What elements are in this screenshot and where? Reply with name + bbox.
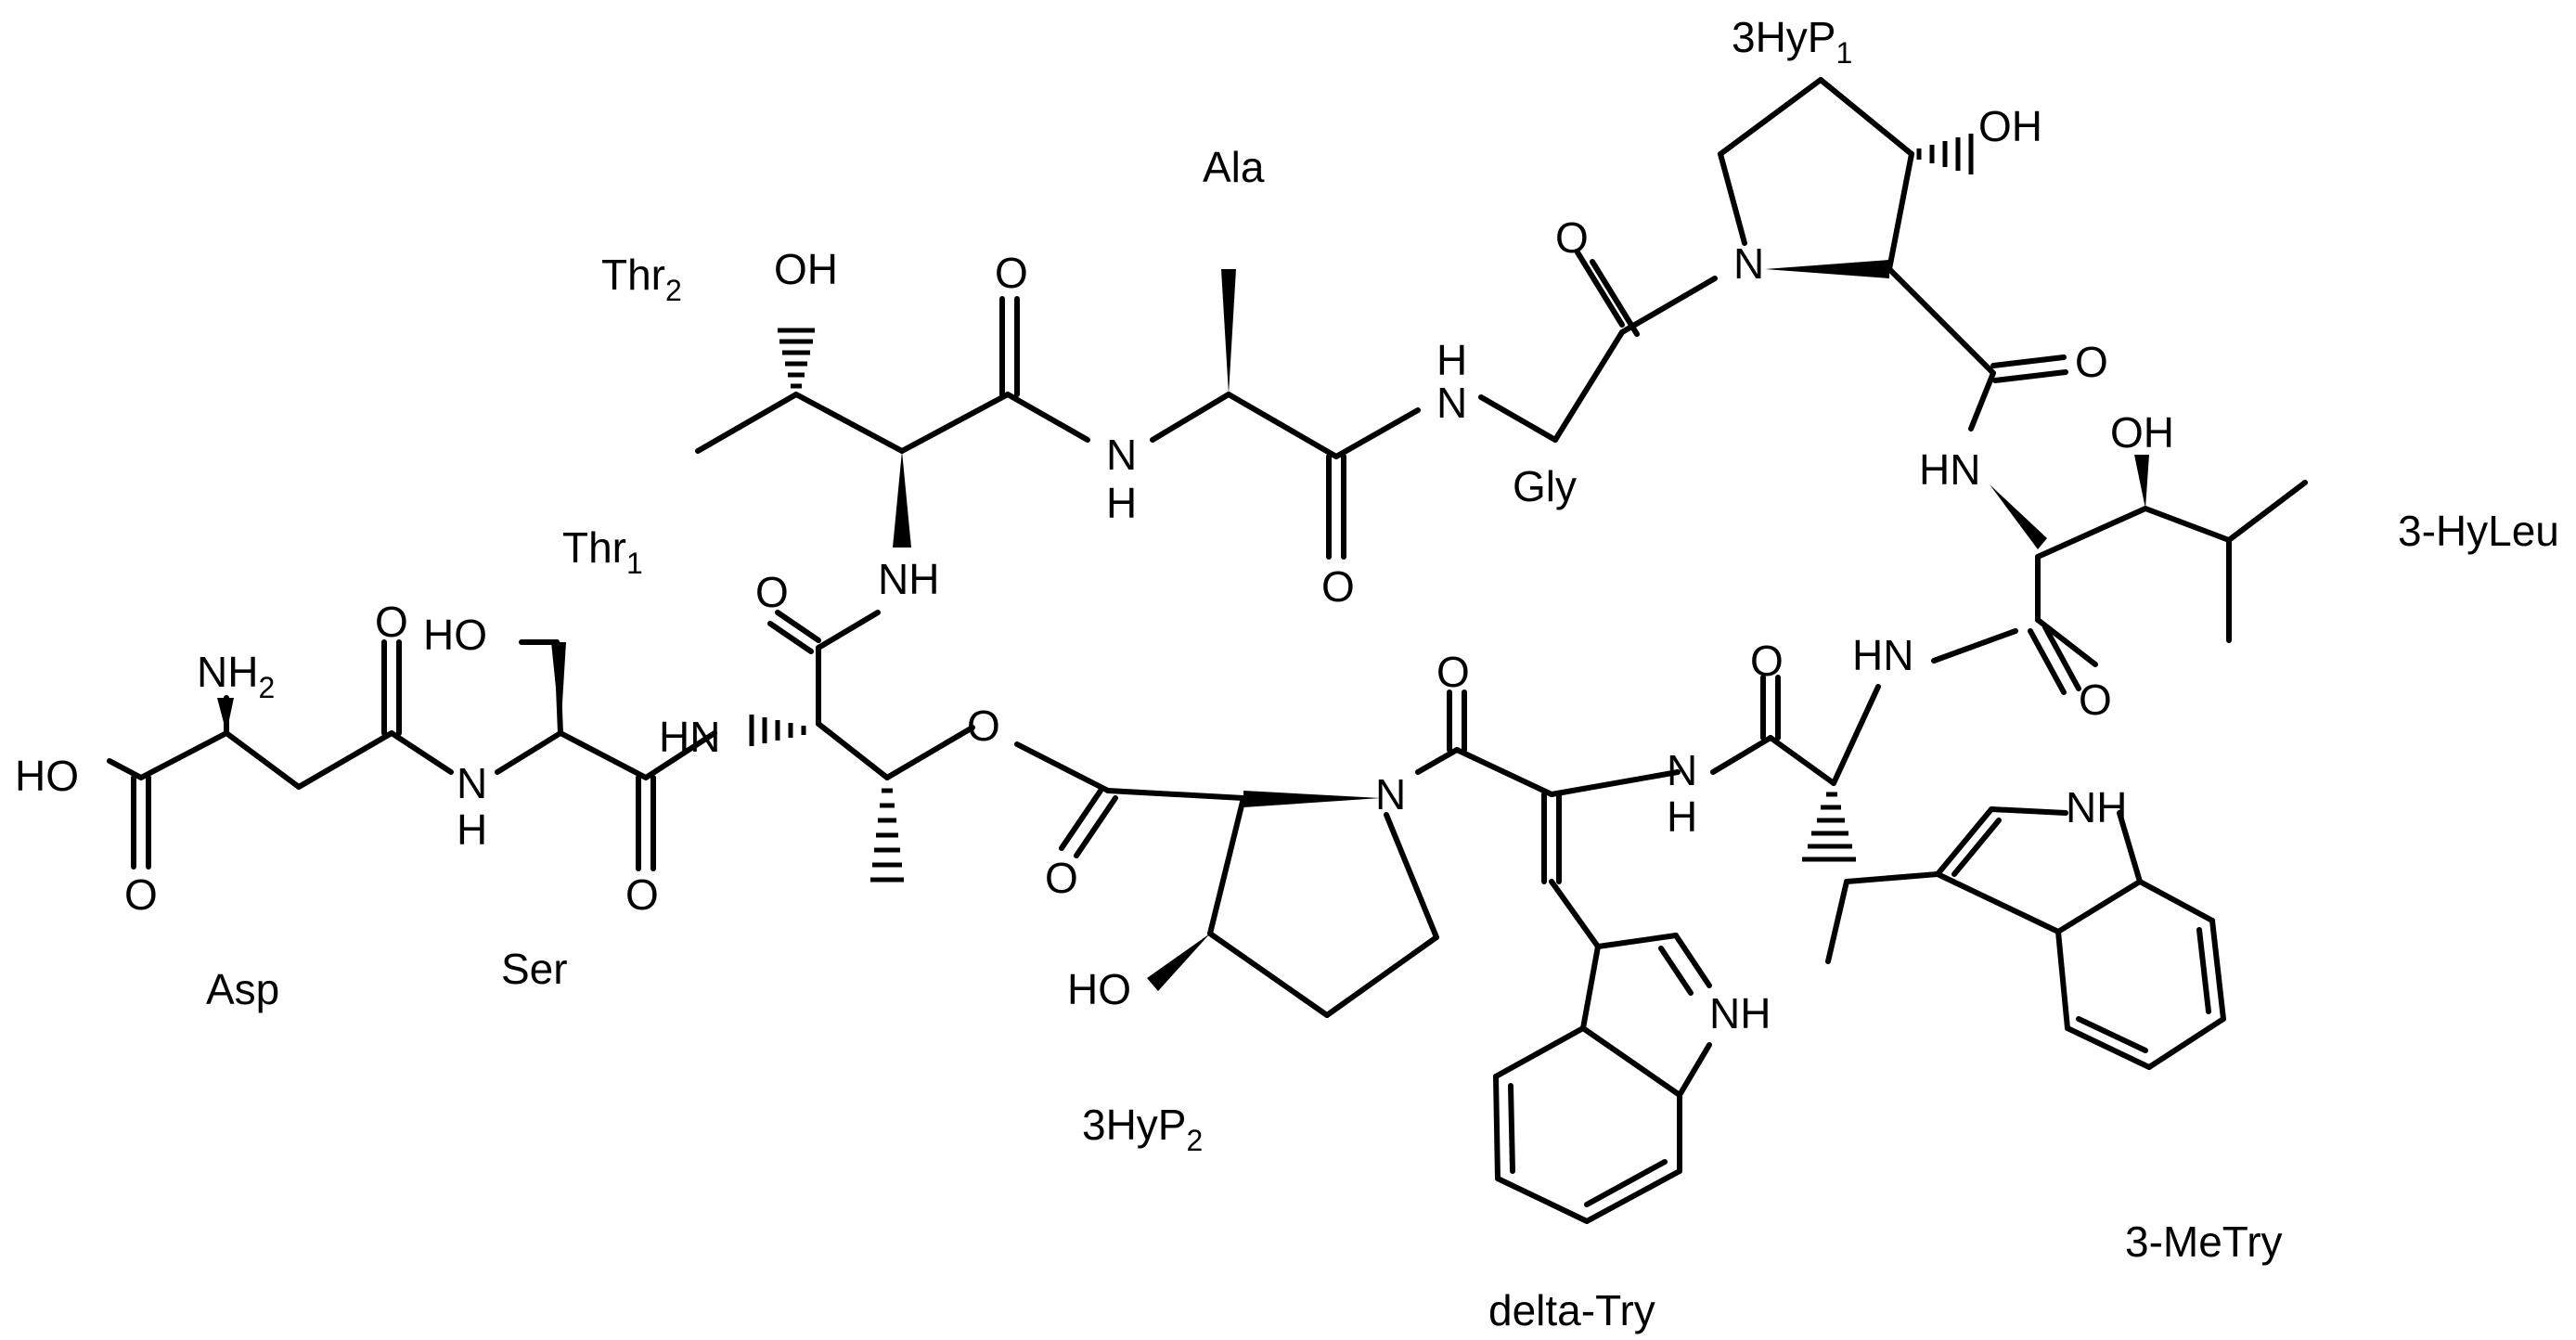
label-3hyp1: 3HyP1 <box>1732 13 1852 70</box>
wedge-bonds <box>217 260 2149 991</box>
atom-n-ser: N <box>457 759 487 807</box>
atom-hn-metry: HN <box>1852 631 1913 679</box>
label-3hyp2: 3HyP2 <box>1082 1101 1203 1157</box>
atom-oh-hyleu: OH <box>2110 408 2174 457</box>
atom-nh2-asp: NH2 <box>197 648 275 704</box>
atom-hn-thr1: HN <box>659 713 720 761</box>
label-thr2: Thr2 <box>601 251 682 307</box>
atom-o-ala: O <box>1321 562 1355 611</box>
label-ser: Ser <box>501 945 568 993</box>
atom-o-deltatry: O <box>1436 648 1470 696</box>
bond-lines <box>107 77 2308 1224</box>
atom-n-ala: N <box>1106 431 1137 479</box>
atom-o-ester: O <box>967 702 1000 750</box>
atom-n-gly: N <box>1436 379 1467 427</box>
atom-o-thr1: O <box>755 568 789 616</box>
atom-h-ala: H <box>1106 479 1137 527</box>
label-3-metry: 3-MeTry <box>2125 1218 2283 1266</box>
atom-o-ester-carbonyl: O <box>1045 854 1078 902</box>
atom-ho-asp: HO <box>15 752 79 800</box>
atom-nh-thr2: NH <box>878 555 939 603</box>
atom-o-gly: O <box>1555 213 1589 262</box>
atom-ho-ser: HO <box>423 611 487 659</box>
label-3-hyleu: 3-HyLeu <box>2398 507 2559 555</box>
atom-o-hyp1: O <box>2075 338 2108 386</box>
atom-h-ser: H <box>457 805 487 854</box>
atom-o-asp-amide: O <box>375 598 408 646</box>
atom-n-hyp1: N <box>1733 239 1764 288</box>
atom-ho-hyp2: HO <box>1067 965 1131 1013</box>
label-asp: Asp <box>206 965 279 1013</box>
atom-nh-metry-indole: NH <box>2066 783 2127 831</box>
atom-h-gly: H <box>1436 336 1467 384</box>
label-thr1: Thr1 <box>562 523 643 580</box>
residue-labels: Ala Thr2 Thr1 Gly 3HyP1 3HyP2 3-HyLeu 3-… <box>206 13 2559 1334</box>
label-delta-try: delta-Try <box>1488 1286 1655 1334</box>
atom-nh-deltatry-indole: NH <box>1709 989 1771 1037</box>
atom-n-deltatry: N <box>1667 746 1697 794</box>
atom-oh-hyp1: OH <box>1978 102 2042 150</box>
atom-o-asp: O <box>124 870 158 919</box>
atom-oh-thr2: OH <box>774 245 838 293</box>
label-gly: Gly <box>1513 462 1577 510</box>
hashed-bonds <box>749 134 1974 883</box>
atom-o-metry: O <box>1750 637 1784 685</box>
atom-n-hyp2: N <box>1375 770 1406 818</box>
atom-o-ser: O <box>625 870 659 919</box>
label-ala: Ala <box>1203 143 1265 191</box>
atom-o-thr2: O <box>995 249 1028 297</box>
atom-o-hyleu: O <box>2079 676 2112 724</box>
atom-hn-hyleu: HN <box>1919 445 1980 494</box>
atom-h-deltatry: H <box>1667 792 1697 841</box>
atom-labels: OH O NH N H O H N O N OH O HN OH O HN O … <box>15 102 2174 1037</box>
